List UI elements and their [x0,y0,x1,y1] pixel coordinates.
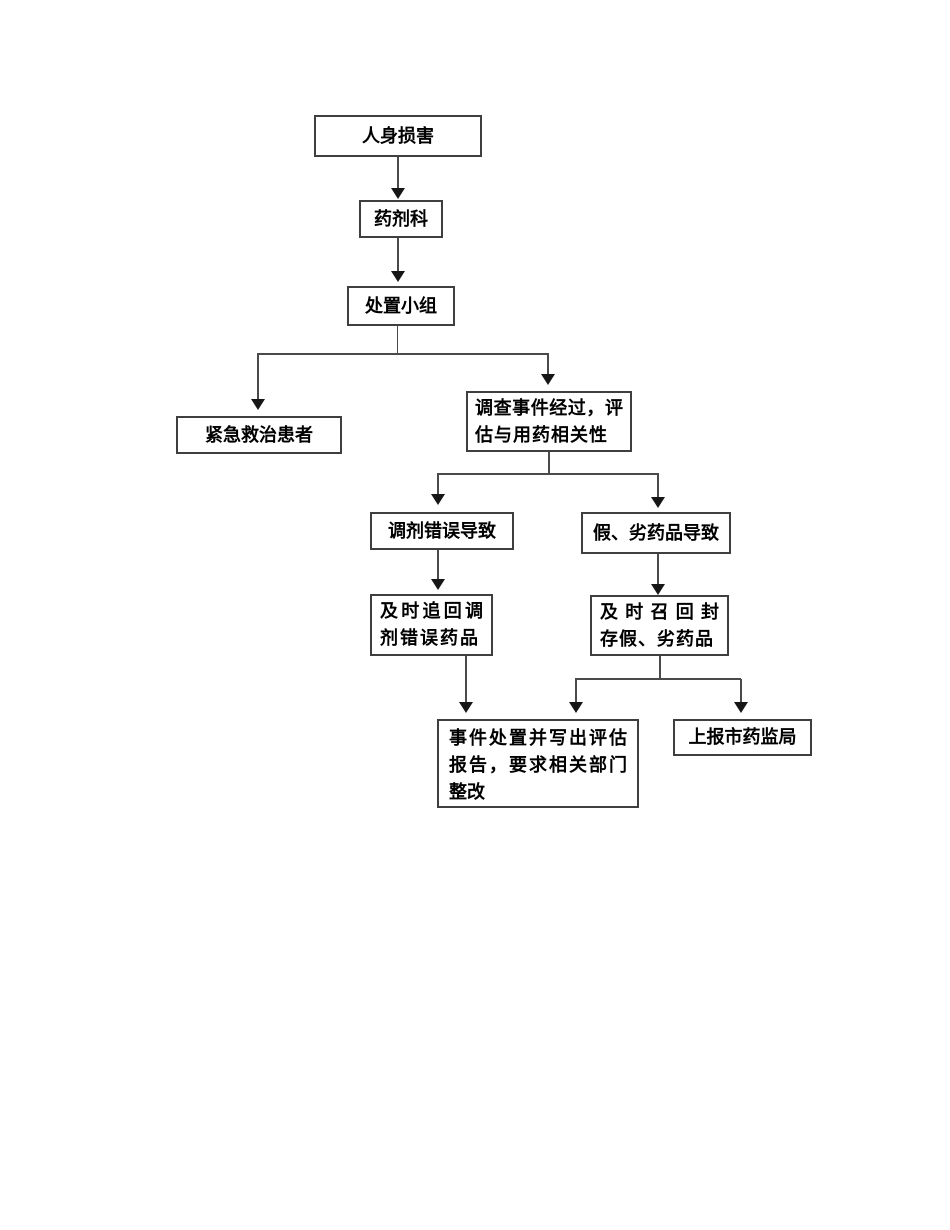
connector-line [657,554,659,584]
connector-line [437,474,439,495]
connector-line [548,452,550,474]
connector-line [396,326,398,354]
node-label-line1: 事件处置并写出评估 [449,728,627,748]
arrow-down-icon [541,374,555,385]
connector-line [465,656,467,702]
node-disposal-team: 处置小组 [347,286,455,326]
arrow-down-icon [431,579,445,590]
arrow-down-icon [431,494,445,505]
node-recall-seal-drugs: 及时召回封 存假、劣药品 [590,595,729,656]
node-label-line1: 调查事件经过，评 [475,397,623,418]
node-label: 上报市药监局 [688,727,797,747]
node-label-line1: 及时追回调 [380,601,483,621]
connector-line [575,679,577,702]
connector-line [575,678,741,680]
connector-line [740,679,742,702]
node-label-line1: 及时召回封 [600,601,719,622]
node-label: 处置小组 [365,295,437,316]
arrow-down-icon [734,702,748,713]
node-report-drug-admin: 上报市药监局 [673,719,812,756]
connector-line [547,354,549,375]
node-label: 紧急救治患者 [205,424,313,445]
connector-line [437,550,439,579]
node-pharmacy-dept: 药剂科 [359,200,443,238]
node-investigate-assess: 调查事件经过，评 估与用药相关性 [466,391,632,452]
arrow-down-icon [391,188,405,199]
node-label: 药剂科 [374,208,428,229]
node-label-line2: 存假、劣药品 [600,628,714,649]
node-recall-dispensed-drugs: 及时追回调 剂错误药品 [370,594,493,656]
node-label-line2: 估与用药相关性 [475,424,608,445]
arrow-down-icon [459,702,473,713]
arrow-down-icon [391,271,405,282]
node-handle-and-report: 事件处置并写出评估 报告，要求相关部门 整改 [437,719,639,808]
connector-line [659,656,661,679]
node-label-line3: 整改 [449,782,485,802]
node-label: 人身损害 [362,125,434,146]
arrow-down-icon [651,584,665,595]
connector-line [397,238,399,271]
connector-line [257,353,549,355]
arrow-down-icon [651,497,665,508]
arrow-down-icon [251,399,265,410]
node-label-line2: 剂错误药品 [380,628,480,648]
node-fake-inferior-drugs: 假、劣药品导致 [581,512,731,554]
node-label-line2: 报告，要求相关部门 [449,755,627,775]
connector-line [657,474,659,498]
node-emergency-treatment: 紧急救治患者 [176,416,342,454]
connector-line [257,354,259,399]
arrow-down-icon [569,702,583,713]
node-label: 假、劣药品导致 [593,522,719,543]
node-label: 调剂错误导致 [388,520,496,541]
connector-line [437,473,659,475]
node-personal-injury: 人身损害 [314,115,482,157]
connector-line [397,157,399,188]
node-dispensing-error: 调剂错误导致 [370,512,514,550]
